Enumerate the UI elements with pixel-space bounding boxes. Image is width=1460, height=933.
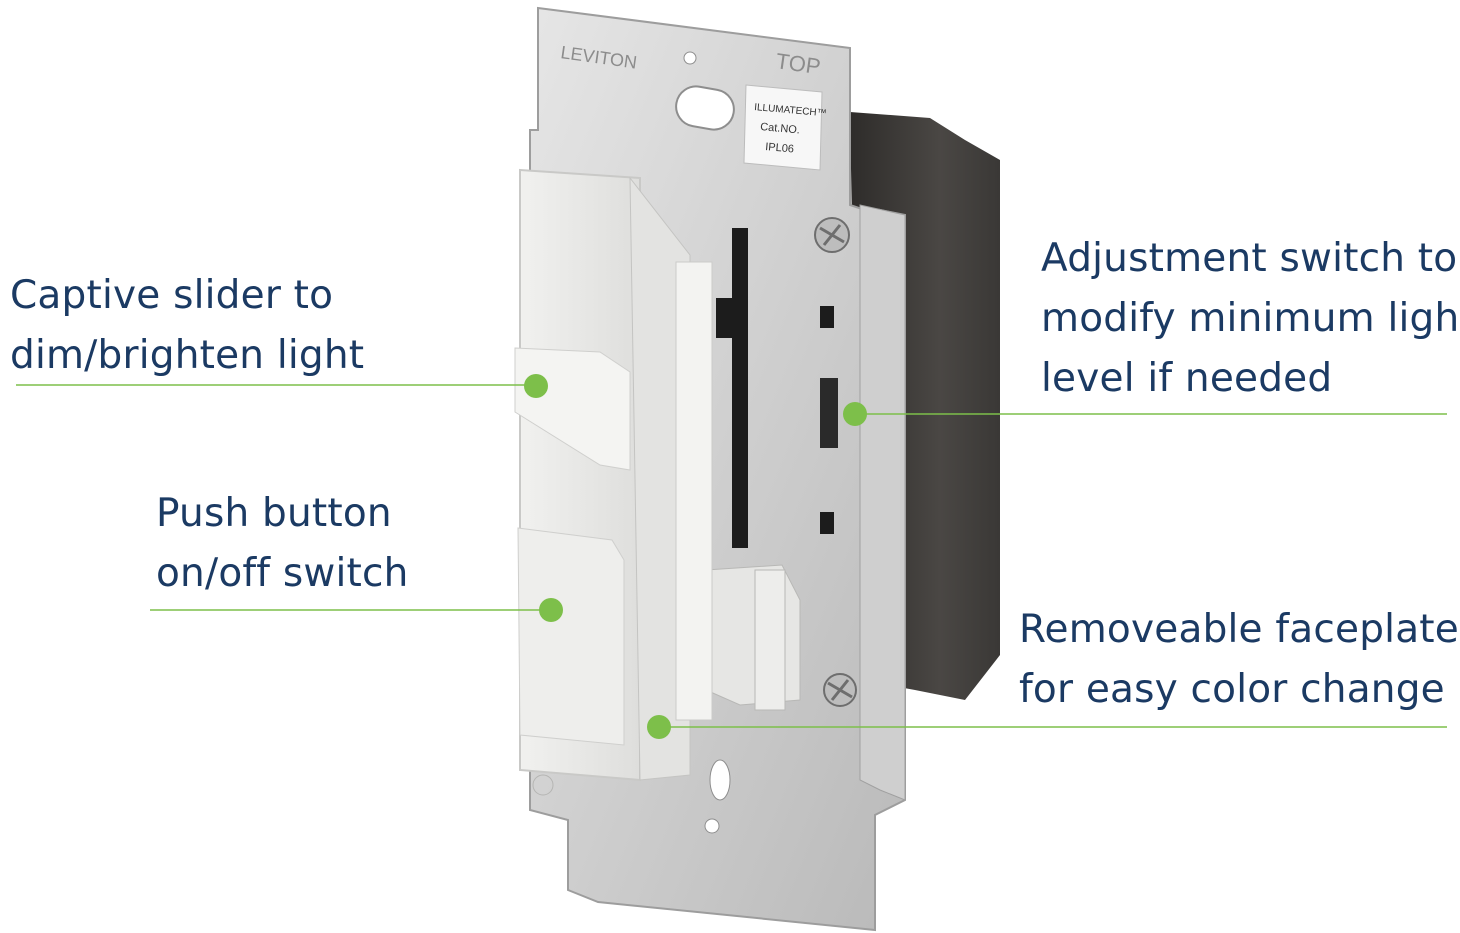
strap-slot-bottom — [709, 759, 731, 801]
callout-dot — [524, 374, 548, 398]
slider-callout: Captive slider to dim/brighten light — [10, 266, 364, 386]
faceplate — [514, 168, 713, 796]
product-label — [743, 84, 823, 171]
callout-dot — [843, 402, 867, 426]
faceplate-callout: Removeable faceplate for easy color chan… — [1019, 600, 1459, 720]
callout-dot — [539, 598, 563, 622]
ul-mark — [532, 774, 554, 796]
push-button-callout-line1: Push button — [156, 491, 392, 536]
slider-callout-line1: Captive slider to — [10, 273, 334, 318]
adjustment-switch — [820, 378, 838, 448]
callout-dot — [647, 715, 671, 739]
callout-button-leader — [150, 598, 563, 622]
slider-stop — [716, 298, 734, 338]
callout-adjust-leader — [843, 402, 1447, 426]
terminal-screw-top — [814, 217, 850, 253]
strap-hole-bottom — [704, 818, 720, 834]
adjust-window-top — [820, 306, 834, 328]
push-button — [517, 527, 625, 746]
push-button-callout-line2: on/off switch — [156, 551, 409, 596]
adjustment-callout-line3: level if needed — [1041, 356, 1333, 401]
strap-slot — [675, 85, 735, 131]
adjustment-callout-line2: modify minimum light — [1041, 296, 1460, 341]
strap-hole-top — [683, 51, 697, 65]
adjust-window-bottom — [820, 512, 834, 534]
faceplate-callout-line1: Removeable faceplate — [1019, 607, 1459, 652]
faceplate-callout-line2: for easy color change — [1019, 667, 1445, 712]
callout-slider-leader — [16, 374, 548, 398]
slider-track — [732, 228, 748, 548]
adjustment-callout-line1: Adjustment switch to — [1041, 236, 1458, 281]
adjustment-callout: Adjustment switch to modify minimum ligh… — [1041, 229, 1460, 409]
terminal-screw-bottom — [823, 673, 857, 707]
slider-callout-line2: dim/brighten light — [10, 333, 365, 378]
callout-face-leader — [647, 715, 1447, 739]
push-button-callout: Push button on/off switch — [156, 484, 409, 604]
